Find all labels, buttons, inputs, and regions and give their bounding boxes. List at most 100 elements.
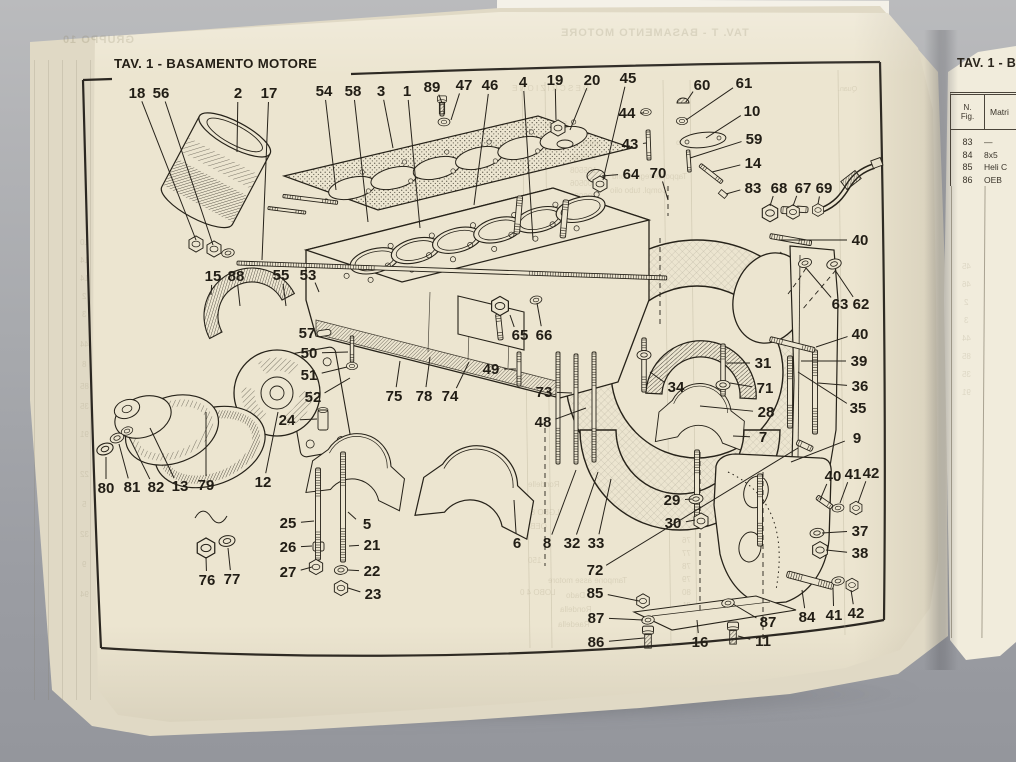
fig-number: 85	[962, 162, 973, 173]
part-callout: 66	[536, 327, 553, 344]
part-callout: 83	[745, 180, 762, 197]
part-callout: 40	[825, 468, 842, 485]
table-header-matricola: Matri	[990, 107, 1009, 117]
parts-table-header: N. Fig. Matri	[951, 95, 1016, 130]
part-callout: 48	[535, 414, 552, 431]
part-callout: 3	[377, 83, 385, 100]
part-callout: 16	[692, 634, 709, 651]
part-callout: 84	[799, 609, 816, 626]
part-callout: 58	[345, 83, 362, 100]
part-callout: 88	[228, 268, 245, 285]
part-callout: 26	[280, 539, 297, 556]
matricola-value: —	[984, 137, 993, 148]
part-callout: 45	[620, 70, 637, 87]
part-callout: 17	[261, 85, 278, 102]
part-callout: 44	[619, 105, 636, 122]
part-callout: 29	[664, 492, 681, 509]
part-callout: 2	[234, 85, 242, 102]
right-page-title: TAV. 1 - B	[957, 56, 1016, 70]
part-callout: 77	[224, 571, 241, 588]
part-callout: 63	[832, 296, 849, 313]
part-callout: 31	[755, 355, 772, 372]
part-callout: 86	[588, 634, 605, 651]
part-callout: 69	[816, 180, 833, 197]
part-callout: 13	[172, 478, 189, 495]
part-callout: 40	[852, 232, 869, 249]
part-callout: 11	[755, 633, 771, 650]
part-callout: 8	[543, 535, 551, 552]
part-callout: 51	[301, 367, 318, 384]
part-callout: 9	[853, 430, 861, 447]
part-callout: 65	[512, 327, 529, 344]
table-row: 84 8x5	[951, 149, 1016, 162]
parts-table: N. Fig. Matri 83 — 84 8x5 85 Heli C 86 OEB	[950, 92, 1016, 186]
part-callout: 85	[587, 585, 604, 602]
part-callout: 47	[456, 77, 473, 94]
part-callout: 53	[300, 267, 317, 284]
part-callout: 52	[305, 389, 322, 406]
left-page-title: TAV. 1 - BASAMENTO MOTORE	[114, 56, 318, 71]
part-callout: 19	[547, 72, 564, 89]
part-callout: 76	[199, 572, 216, 589]
part-callout: 89	[424, 79, 441, 96]
part-callout: 61	[736, 75, 753, 92]
part-callout: 87	[588, 610, 605, 627]
part-callout: 12	[255, 474, 272, 491]
part-callout: 46	[482, 77, 499, 94]
part-callout: 41	[845, 466, 862, 483]
part-callout: 50	[301, 345, 318, 362]
page-stack-edges	[34, 60, 94, 700]
part-callout: 5	[363, 516, 371, 533]
matricola-value: 8x5	[984, 149, 998, 160]
part-callout: 32	[564, 535, 581, 552]
part-callout: 68	[771, 180, 788, 197]
part-callout: 27	[280, 564, 297, 581]
matricola-value: Heli C	[984, 162, 1008, 173]
part-callout: 15	[205, 268, 222, 285]
part-callout: 18	[129, 85, 146, 102]
part-callout: 62	[853, 296, 870, 313]
part-callout: 64	[623, 166, 640, 183]
part-callout: 24	[279, 412, 296, 429]
part-callout: 30	[665, 515, 682, 532]
part-callout: 4	[519, 74, 528, 91]
part-callout: 74	[442, 388, 459, 405]
part-callout: 56	[153, 85, 170, 102]
part-callout: 57	[299, 325, 316, 342]
table-row: 83 —	[951, 136, 1016, 149]
part-callout: 39	[851, 353, 868, 370]
part-callout: 43	[622, 136, 639, 153]
part-callout: 79	[198, 477, 215, 494]
part-callout: 21	[364, 537, 381, 554]
part-callout: 81	[124, 479, 141, 496]
fig-number: 86	[962, 174, 973, 185]
part-callout: 25	[280, 515, 297, 532]
part-callout: 73	[536, 384, 553, 401]
part-callout: 41	[826, 607, 843, 624]
part-callout: 42	[848, 605, 865, 622]
part-callout: 35	[850, 400, 867, 417]
part-callout: 20	[584, 72, 601, 89]
part-callout: 42	[863, 465, 880, 482]
table-header-nfig: N. Fig.	[951, 95, 985, 129]
part-callout: 34	[668, 379, 685, 396]
part-callout: 33	[588, 535, 605, 552]
part-callout: 70	[650, 165, 667, 182]
part-callout: 14	[745, 155, 762, 172]
part-callout: 82	[148, 479, 165, 496]
part-callout: 60	[694, 77, 711, 94]
part-callout: 40	[852, 326, 869, 343]
fig-number: 84	[962, 149, 973, 160]
matricola-value: OEB	[984, 174, 1002, 185]
part-callout: 87	[760, 614, 777, 631]
part-callout: 7	[759, 429, 767, 446]
fig-number: 83	[962, 137, 973, 148]
part-callout: 75	[386, 388, 403, 405]
part-callout: 23	[365, 586, 382, 603]
part-callout: 36	[852, 378, 869, 395]
part-callout: 59	[746, 131, 763, 148]
part-callout: 54	[316, 83, 333, 100]
part-callout: 78	[416, 388, 433, 405]
